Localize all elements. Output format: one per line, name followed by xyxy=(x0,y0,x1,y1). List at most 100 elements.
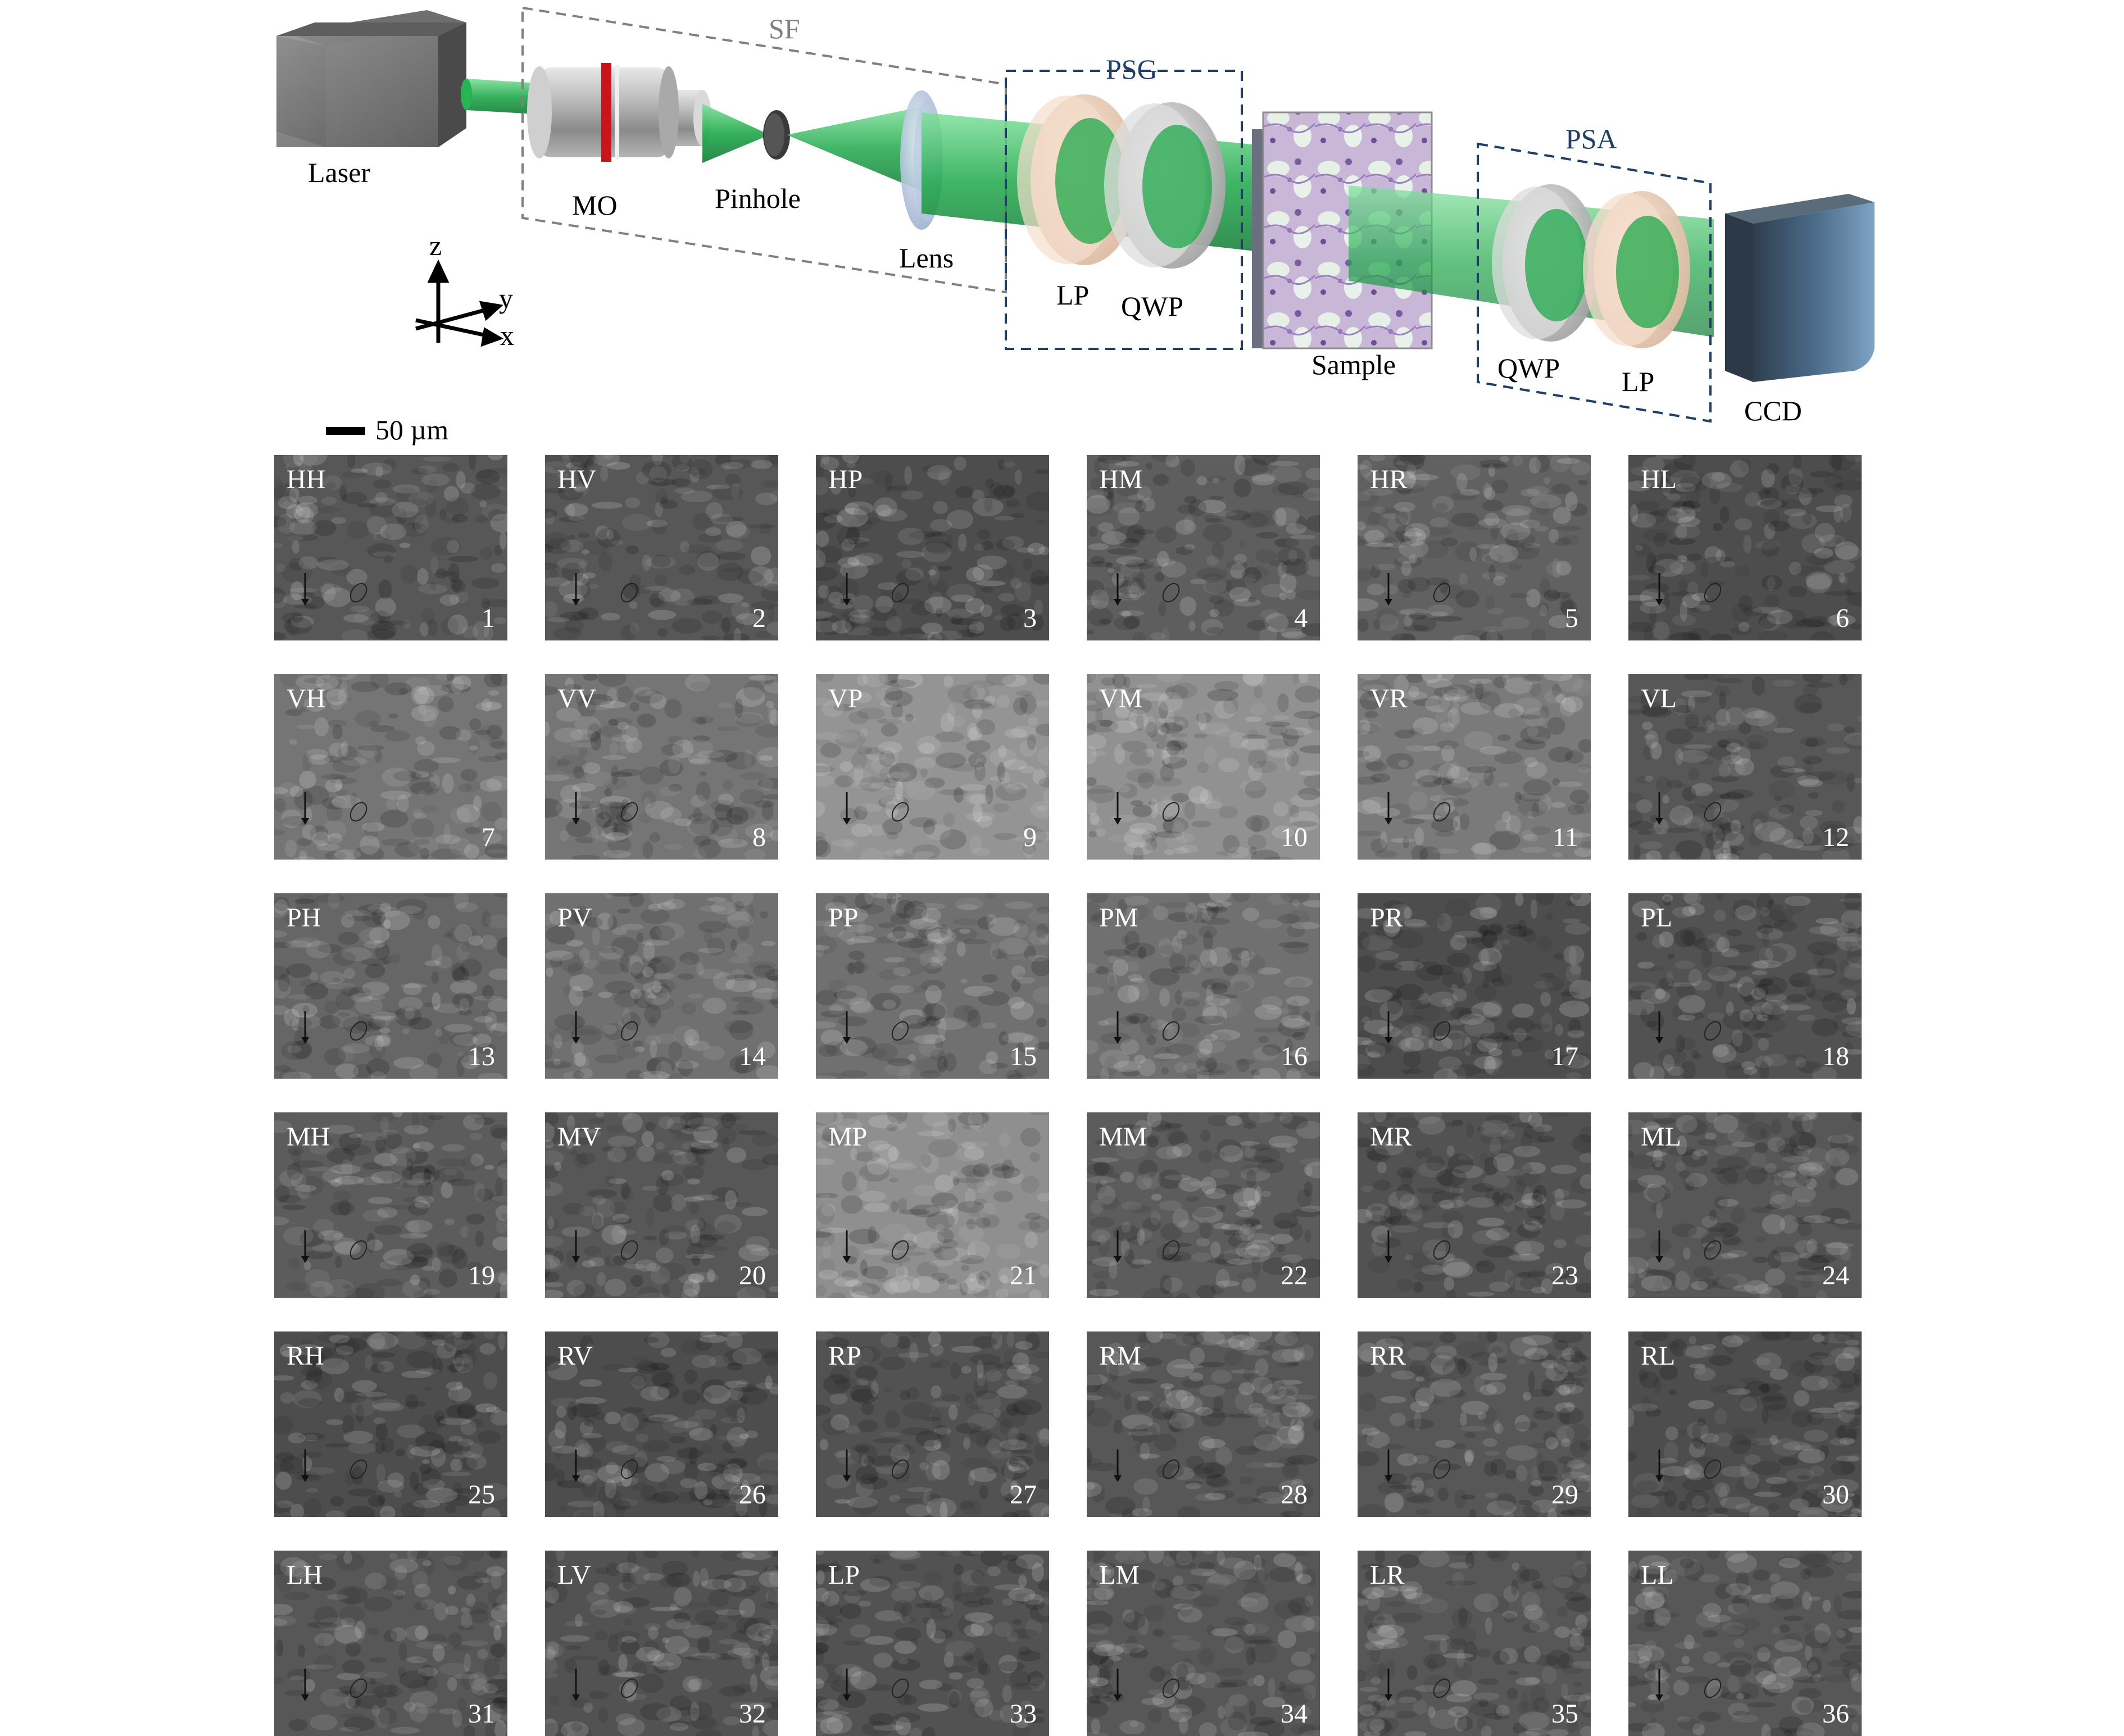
image-code-label: MV xyxy=(557,1121,601,1152)
image-code-label: RH xyxy=(287,1340,324,1371)
ccd-label: CCD xyxy=(1744,397,1802,425)
image-code-label: LM xyxy=(1099,1560,1140,1590)
image-tile-hl: HL 6 xyxy=(1628,455,1862,640)
image-tile-vp: VP 9 xyxy=(816,674,1049,860)
x-axis-label: x xyxy=(500,321,514,349)
image-code-label: RL xyxy=(1641,1340,1675,1371)
image-tile-pm: PM 16 xyxy=(1087,893,1320,1079)
image-code-label: HH xyxy=(287,464,325,495)
image-number-label: 7 xyxy=(482,822,495,853)
image-number-label: 11 xyxy=(1553,822,1578,853)
image-tile-pv: PV 14 xyxy=(545,893,778,1079)
psa-lp-label: LP xyxy=(1622,367,1654,396)
image-tile-hm: HM 4 xyxy=(1087,455,1320,640)
image-tile-vr: VR 11 xyxy=(1358,674,1591,860)
image-number-label: 9 xyxy=(1023,822,1037,853)
image-number-label: 18 xyxy=(1822,1041,1849,1072)
mo-label: MO xyxy=(572,191,618,219)
image-code-label: LR xyxy=(1370,1560,1404,1590)
image-number-label: 34 xyxy=(1281,1698,1308,1729)
sample-label: Sample xyxy=(1311,351,1396,379)
y-axis-label: y xyxy=(499,284,513,312)
sf-group-label: SF xyxy=(769,15,800,43)
image-tile-mv: MV 20 xyxy=(545,1112,778,1298)
image-tile-mr: MR 23 xyxy=(1358,1112,1591,1298)
image-code-label: MH xyxy=(287,1121,330,1152)
image-tile-lm: LM 34 xyxy=(1087,1551,1320,1736)
image-tile-rl: RL 30 xyxy=(1628,1331,1862,1517)
image-number-label: 10 xyxy=(1281,822,1308,853)
image-code-label: LH xyxy=(287,1560,323,1590)
image-tile-hr: HR 5 xyxy=(1358,455,1591,640)
psa-qwp-label: QWP xyxy=(1497,354,1560,382)
laser-label: Laser xyxy=(308,158,370,187)
image-tile-rh: RH 25 xyxy=(274,1331,507,1517)
image-number-label: 14 xyxy=(739,1041,766,1072)
image-tile-rp: RP 27 xyxy=(816,1331,1049,1517)
image-tile-hv: HV 2 xyxy=(545,455,778,640)
image-code-label: HR xyxy=(1370,464,1408,495)
image-number-label: 36 xyxy=(1822,1698,1849,1729)
psg-group-label: PSG xyxy=(1106,55,1158,83)
image-number-label: 16 xyxy=(1281,1041,1308,1072)
image-number-label: 8 xyxy=(752,822,766,853)
ccd-camera xyxy=(1725,194,1875,382)
image-code-label: VV xyxy=(557,683,596,714)
image-code-label: PH xyxy=(287,902,321,933)
image-code-label: VM xyxy=(1099,683,1142,714)
image-code-label: LP xyxy=(828,1560,860,1590)
scale-bar xyxy=(326,427,365,435)
image-code-label: PL xyxy=(1641,902,1672,933)
image-code-label: HM xyxy=(1099,464,1142,495)
image-number-label: 12 xyxy=(1822,822,1849,853)
image-code-label: LV xyxy=(557,1560,591,1590)
image-tile-mh: MH 19 xyxy=(274,1112,507,1298)
image-code-label: RR xyxy=(1370,1340,1406,1371)
image-code-label: HP xyxy=(828,464,863,495)
image-number-label: 3 xyxy=(1023,603,1037,634)
image-number-label: 33 xyxy=(1010,1698,1037,1729)
image-code-label: ML xyxy=(1641,1121,1681,1152)
image-number-label: 22 xyxy=(1281,1260,1308,1291)
image-number-label: 6 xyxy=(1836,603,1849,634)
image-number-label: 29 xyxy=(1551,1479,1578,1510)
image-number-label: 20 xyxy=(739,1260,766,1291)
image-code-label: RP xyxy=(828,1340,861,1371)
image-code-label: PV xyxy=(557,902,592,933)
image-code-label: VR xyxy=(1370,683,1408,714)
image-code-label: RV xyxy=(557,1340,593,1371)
image-tile-rr: RR 29 xyxy=(1358,1331,1591,1517)
image-code-label: PR xyxy=(1370,902,1403,933)
microscope-objective xyxy=(527,63,711,162)
image-code-label: HL xyxy=(1641,464,1677,495)
image-number-label: 25 xyxy=(468,1479,495,1510)
laser-device xyxy=(276,10,466,147)
image-code-label: PP xyxy=(828,902,858,933)
image-tile-vv: VV 8 xyxy=(545,674,778,860)
pinhole-label: Pinhole xyxy=(715,184,801,212)
image-code-label: PM xyxy=(1099,902,1138,933)
image-code-label: VP xyxy=(828,683,863,714)
image-code-label: HV xyxy=(557,464,596,495)
image-number-label: 1 xyxy=(482,603,495,634)
image-number-label: 19 xyxy=(468,1260,495,1291)
image-code-label: LL xyxy=(1641,1560,1674,1590)
image-number-label: 2 xyxy=(752,603,766,634)
image-number-label: 30 xyxy=(1822,1479,1849,1510)
image-number-label: 27 xyxy=(1010,1479,1037,1510)
image-number-label: 5 xyxy=(1565,603,1578,634)
image-code-label: MR xyxy=(1370,1121,1412,1152)
image-number-label: 21 xyxy=(1010,1260,1037,1291)
image-number-label: 23 xyxy=(1551,1260,1578,1291)
optical-setup-schematic xyxy=(0,0,2124,427)
image-number-label: 4 xyxy=(1294,603,1308,634)
